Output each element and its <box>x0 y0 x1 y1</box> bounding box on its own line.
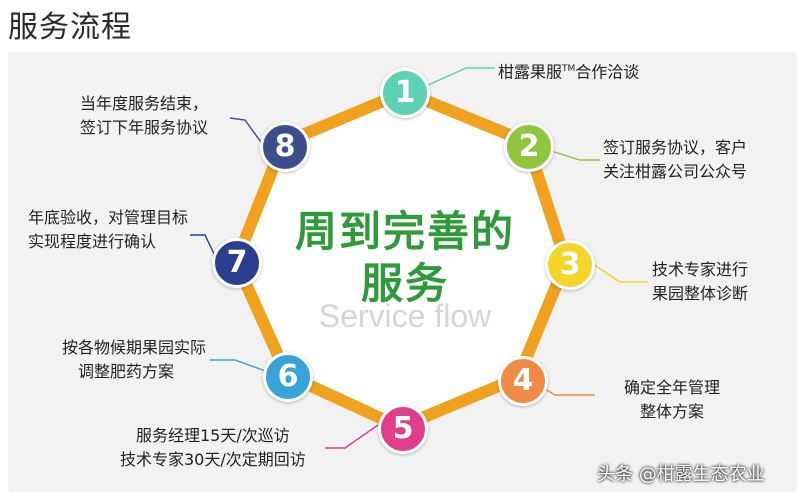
step-text-7: 年底验收，对管理目标 实现程度进行确认 <box>28 206 188 254</box>
step-6-line2: 调整肥药方案 <box>78 362 175 381</box>
step-text-5: 服务经理15天/次巡访 技术专家30天/次定期回访 <box>120 424 306 472</box>
step-node-5: 5 <box>378 404 428 454</box>
step-2-line1: 签订服务协议，客户 <box>603 138 748 157</box>
step-1-label-b: 合作洽谈 <box>575 62 640 82</box>
page-title: 服务流程 <box>8 10 132 45</box>
step-5-line1: 服务经理15天/次巡访 <box>136 426 290 445</box>
step-1-label-a: 柑露果服 <box>498 62 563 82</box>
step-7-line1: 年底验收，对管理目标 <box>28 208 189 227</box>
center-subtitle: Service flow <box>318 298 492 334</box>
step-3-line1: 技术专家进行 <box>652 260 749 279</box>
source-credit: 头条 @柑露生态农业 <box>597 464 765 485</box>
step-6-line1: 按各物候期果园实际 <box>62 338 207 357</box>
leader-line-2 <box>547 149 600 161</box>
leader-line-1 <box>425 67 495 87</box>
step-node-3: 3 <box>545 240 595 290</box>
leader-line-7 <box>190 234 217 259</box>
step-5-line2: 技术专家30天/次定期回访 <box>120 450 306 469</box>
step-4-line1: 确定全年管理 <box>624 378 721 397</box>
step-8-line1: 当年度服务结束， <box>80 94 209 113</box>
step-node-8: 8 <box>260 122 310 172</box>
leader-line-5 <box>325 424 379 449</box>
step-text-8: 当年度服务结束， 签订下年服务协议 <box>80 92 208 140</box>
step-text-2: 签订服务协议，客户 关注柑露公司公众号 <box>603 136 747 184</box>
step-node-6: 6 <box>263 352 313 402</box>
leader-line-3 <box>589 261 648 283</box>
step-node-2: 2 <box>504 122 554 172</box>
leader-line-6 <box>210 359 269 373</box>
step-node-1: 1 <box>380 68 430 118</box>
step-2-line2: 关注柑露公司公众号 <box>603 162 748 181</box>
step-text-6: 按各物候期果园实际 调整肥药方案 <box>62 336 206 384</box>
leader-line-8 <box>229 117 264 146</box>
step-text-3: 技术专家进行 果园整体诊断 <box>652 258 748 306</box>
step-4-line2: 整体方案 <box>640 402 705 421</box>
step-node-4: 4 <box>498 356 548 406</box>
step-text-1: 柑露果服TM合作洽谈 <box>498 57 639 84</box>
step-text-4: 确定全年管理 整体方案 <box>624 376 720 424</box>
trademark-mark: TM <box>562 64 576 74</box>
center-title-line2: 服务 <box>360 259 449 308</box>
step-7-line2: 实现程度进行确认 <box>28 232 157 251</box>
center-title-line1: 周到完善的 <box>294 207 515 256</box>
center-title: 周到完善的 服务 <box>280 206 530 310</box>
step-8-line2: 签订下年服务协议 <box>80 118 209 137</box>
step-3-line2: 果园整体诊断 <box>652 284 749 303</box>
step-node-7: 7 <box>212 238 262 288</box>
